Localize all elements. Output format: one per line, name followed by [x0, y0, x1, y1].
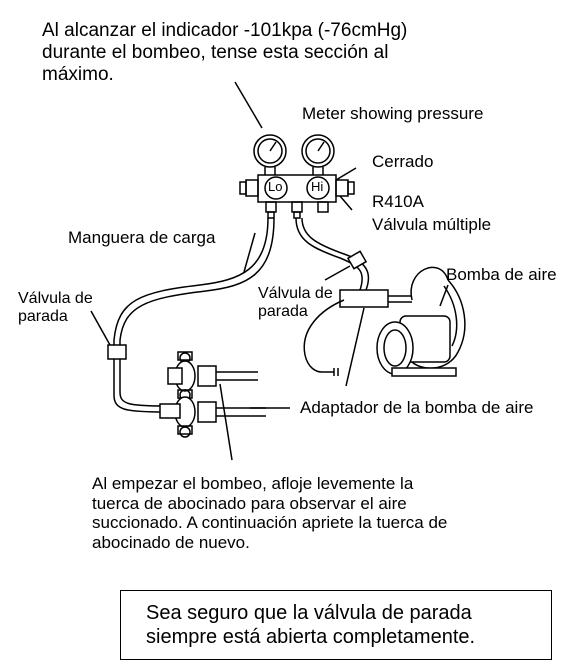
hi-knob	[306, 176, 330, 200]
stop-valve-left-label: Válvula de parada	[18, 290, 93, 326]
hose-stop-clamp	[107, 344, 127, 360]
pump-label: Bomba de aire	[446, 265, 557, 284]
manifold-label: Válvula múltiple	[372, 215, 492, 234]
lo-knob	[264, 176, 288, 200]
pump-handle	[410, 266, 449, 301]
adapter-label: Adaptador de la bomba de aire	[300, 398, 534, 417]
notice-box: Sea seguro que la válvula de parada siem…	[120, 590, 552, 660]
gauge-right-dial	[301, 134, 335, 168]
hose-label: Manguera de carga	[68, 228, 216, 247]
notice-text: Sea seguro que la válvula de parada siem…	[146, 602, 476, 648]
pump-adapter	[339, 289, 389, 308]
leader-top-note	[234, 81, 263, 129]
stop-valve-mid-label: Válvula de parada	[258, 285, 333, 321]
top-note: Al alcanzar el indicador -101kpa (-76cmH…	[42, 20, 408, 85]
gauge-lo-label: Lo	[268, 179, 283, 194]
gauge-hi-label: Hi	[311, 179, 324, 194]
bottom-note: Al empezar el bombeo, afloje levemente l…	[92, 474, 448, 552]
gauge-left-dial	[253, 134, 287, 168]
refrigerant-label: R410A	[372, 192, 424, 211]
meter-label: Meter showing pressure	[302, 104, 484, 123]
closed-label: Cerrado	[372, 152, 434, 171]
